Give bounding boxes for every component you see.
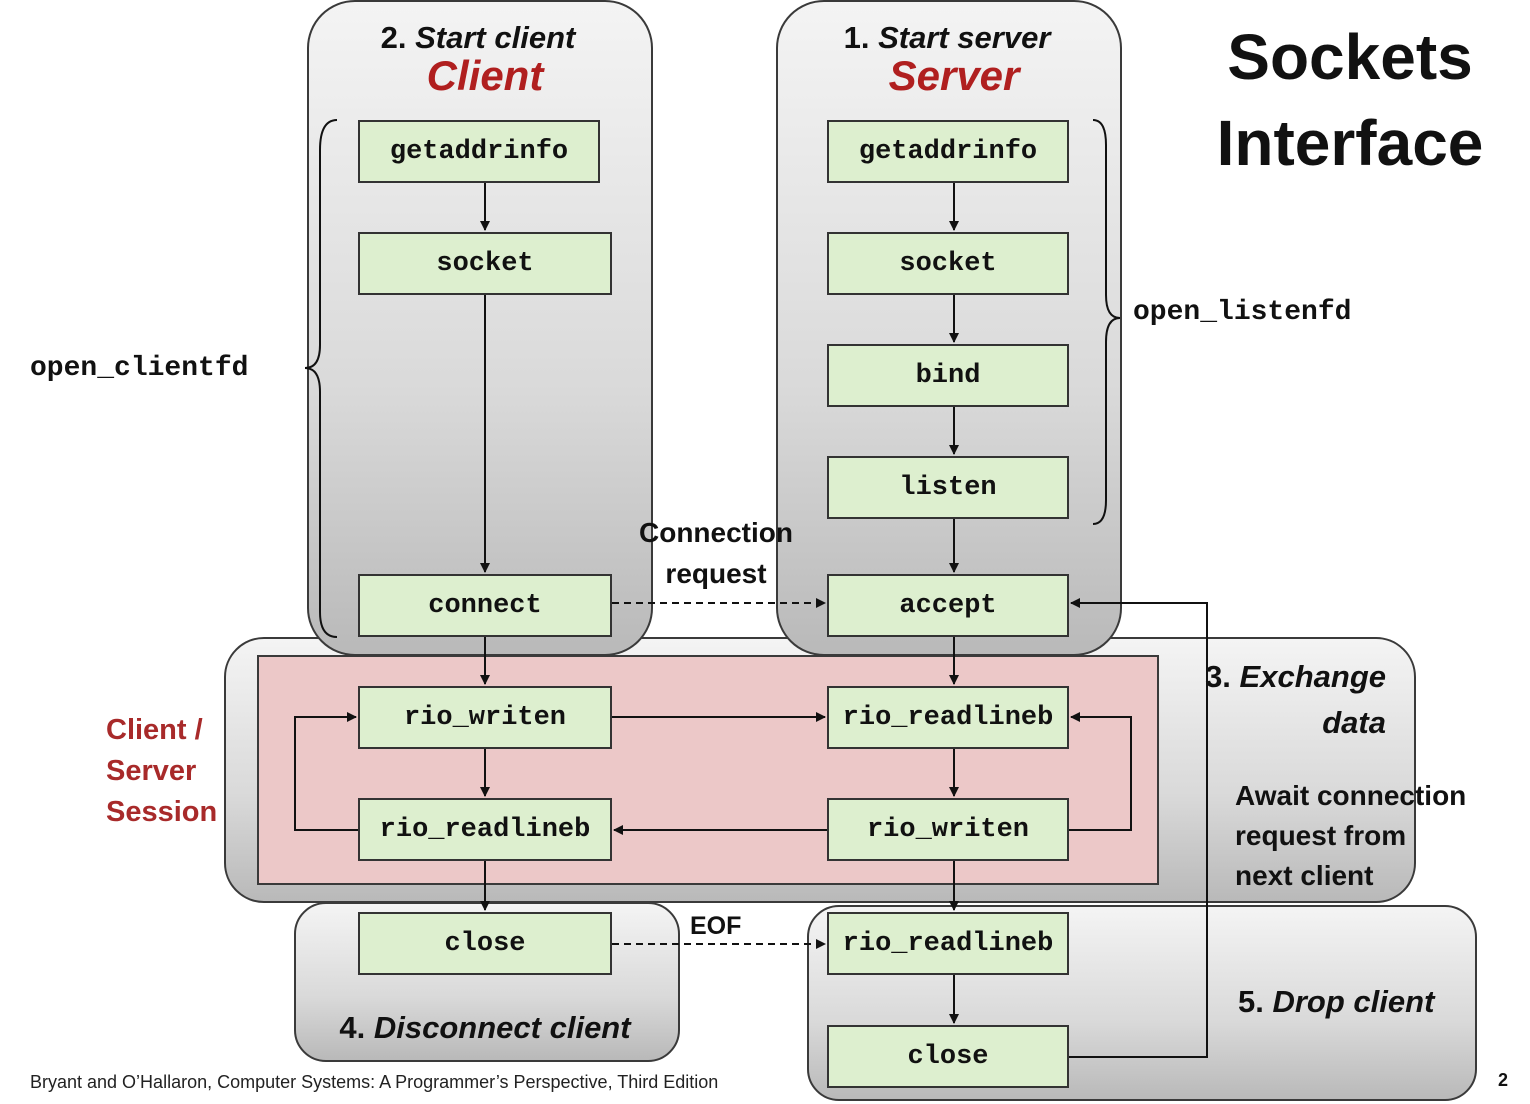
await-note-line-2: request from — [1235, 820, 1407, 851]
page-number: 2 — [1498, 1070, 1509, 1090]
client-rio-readlineb-box[interactable]: rio_readlineb — [358, 798, 612, 861]
eof-label: EOF — [690, 912, 742, 940]
exchange-step-heading: 3. Exchange data — [1150, 654, 1386, 746]
open-listenfd-brace — [1092, 119, 1121, 525]
session-label: Client / Server Session — [106, 710, 217, 833]
exchange-step-line-1: Exchange — [1239, 659, 1386, 694]
session-label-line-2: Server — [106, 755, 197, 787]
server-socket-box[interactable]: socket — [827, 232, 1069, 295]
disconnect-step-heading: 4. Disconnect client — [294, 1010, 676, 1046]
open-clientfd-brace — [304, 119, 338, 638]
exchange-step-number: 3. — [1205, 659, 1231, 694]
disconnect-step-number: 4. — [339, 1010, 366, 1045]
connection-request-line-1: Connection — [639, 517, 793, 548]
server-role-label: Server — [888, 52, 1020, 99]
exchange-step-line-2: data — [1322, 705, 1386, 740]
client-step-text: Start client — [415, 20, 576, 55]
server-step-number: 1. — [843, 20, 870, 55]
drop-step-number: 5. — [1238, 984, 1264, 1019]
client-socket-box[interactable]: socket — [358, 232, 612, 295]
await-connection-note: Await connection request from next clien… — [1235, 776, 1466, 896]
footer-citation: Bryant and O’Hallaron, Computer Systems:… — [30, 1072, 719, 1092]
server-rio-readlineb-eof-box[interactable]: rio_readlineb — [827, 912, 1069, 975]
disconnect-step-text: Disconnect client — [373, 1010, 631, 1045]
open-clientfd-label: open_clientfd — [30, 353, 249, 384]
drop-step-heading: 5. Drop client — [1238, 984, 1434, 1020]
open-listenfd-label: open_listenfd — [1133, 297, 1352, 328]
connection-request-line-2: request — [665, 558, 767, 589]
title-line-1: Sockets — [1227, 21, 1473, 93]
client-rio-writen-box[interactable]: rio_writen — [358, 686, 612, 749]
server-step-heading: 1. Start server — [776, 20, 1118, 56]
client-getaddrinfo-box[interactable]: getaddrinfo — [358, 120, 600, 183]
await-note-line-3: next client — [1235, 860, 1374, 891]
drop-step-text: Drop client — [1272, 984, 1435, 1019]
session-label-line-3: Session — [106, 796, 218, 828]
server-rio-writen-box[interactable]: rio_writen — [827, 798, 1069, 861]
server-rio-readlineb-box[interactable]: rio_readlineb — [827, 686, 1069, 749]
client-step-number: 2. — [380, 20, 407, 55]
client-role-label: Client — [426, 52, 544, 99]
client-close-box[interactable]: close — [358, 912, 612, 975]
client-step-heading: 2. Start client — [307, 20, 649, 56]
arrow-client-loop — [294, 712, 358, 831]
await-note-line-1: Await connection — [1235, 780, 1467, 811]
slide-title: Sockets Interface — [1190, 14, 1510, 186]
client-connect-box[interactable]: connect — [358, 574, 612, 637]
arrow-server-loop — [1069, 712, 1132, 831]
session-label-line-1: Client / — [106, 714, 203, 746]
client-region — [307, 0, 653, 656]
title-line-2: Interface — [1216, 107, 1484, 179]
server-accept-box[interactable]: accept — [827, 574, 1069, 637]
server-bind-box[interactable]: bind — [827, 344, 1069, 407]
server-getaddrinfo-box[interactable]: getaddrinfo — [827, 120, 1069, 183]
server-step-text: Start server — [878, 20, 1051, 55]
server-listen-box[interactable]: listen — [827, 456, 1069, 519]
connection-request-label: Connection request — [630, 512, 802, 594]
arrow-close-to-accept — [1069, 598, 1208, 1058]
server-close-box[interactable]: close — [827, 1025, 1069, 1088]
